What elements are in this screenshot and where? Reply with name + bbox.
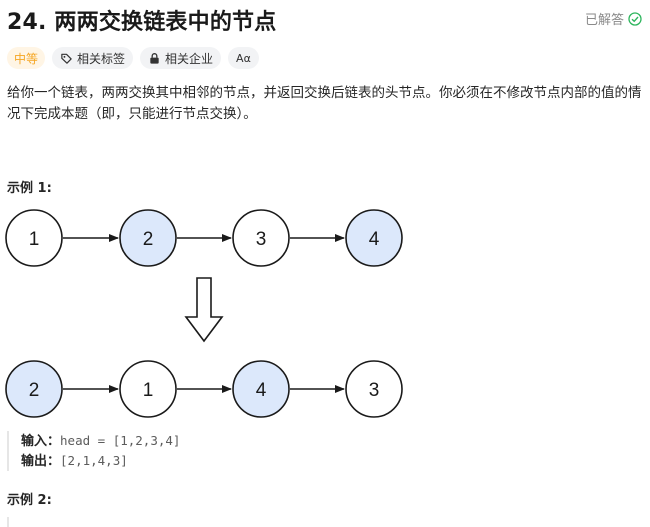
- example-2-title: 示例 2:: [7, 493, 52, 508]
- list-node: 2: [119, 209, 177, 267]
- output-label: 输出：: [21, 454, 61, 469]
- translate-button[interactable]: Aα: [228, 47, 259, 69]
- list-node: 1: [5, 209, 63, 267]
- node-value: 3: [256, 229, 267, 250]
- node-value: 1: [29, 229, 40, 250]
- example-1-io: 输入：head = [1,2,3,4] 输出：[2,1,4,3]: [7, 431, 180, 471]
- list-node: 4: [345, 209, 403, 267]
- example-1-title: 示例 1:: [7, 181, 52, 196]
- list-node: 3: [345, 360, 403, 418]
- check-circle-icon: [628, 11, 642, 26]
- example-2-io: [7, 517, 209, 527]
- problem-title: 24. 两两交换链表中的节点: [7, 10, 277, 35]
- related-tags-button[interactable]: 相关标签: [52, 47, 134, 69]
- node-value: 4: [369, 229, 380, 250]
- input-label: 输入：: [21, 434, 61, 449]
- translate-icon: Aα: [236, 51, 251, 65]
- node-value: 2: [143, 229, 154, 250]
- node-value: 1: [143, 380, 154, 401]
- input-value: head = [1,2,3,4]: [60, 433, 181, 448]
- example-1-diagram: 1 2 3 4 2 1 4 3: [5, 209, 403, 418]
- problem-description: 给你一个链表，两两交换其中相邻的节点，并返回交换后链表的头节点。你必须在不修改节…: [7, 85, 642, 122]
- list-node: 2: [5, 360, 63, 418]
- lock-icon: [150, 52, 159, 64]
- difficulty-label: 中等: [14, 51, 39, 66]
- list-node: 4: [232, 360, 290, 418]
- solved-label: 已解答: [584, 13, 624, 28]
- list-node: 1: [119, 360, 177, 418]
- list-node: 3: [232, 209, 290, 267]
- example-input-row: 输入：head = [1,2,3,4]: [21, 431, 180, 451]
- down-arrow-icon: [184, 277, 224, 343]
- node-value: 4: [256, 380, 267, 401]
- difficulty-badge: 中等: [7, 47, 46, 69]
- related-tags-label: 相关标签: [77, 51, 126, 66]
- node-value: 2: [29, 380, 40, 401]
- node-value: 3: [369, 380, 380, 401]
- related-companies-button[interactable]: 相关企业: [140, 47, 222, 69]
- related-companies-label: 相关企业: [165, 51, 214, 66]
- example-output-row: 输出：[2,1,4,3]: [21, 451, 180, 471]
- tag-bar: 中等 相关标签 相关企业 Aα: [7, 47, 259, 69]
- solved-status: 已解答: [585, 9, 642, 28]
- tag-icon: [61, 53, 72, 64]
- output-value: [2,1,4,3]: [60, 453, 128, 468]
